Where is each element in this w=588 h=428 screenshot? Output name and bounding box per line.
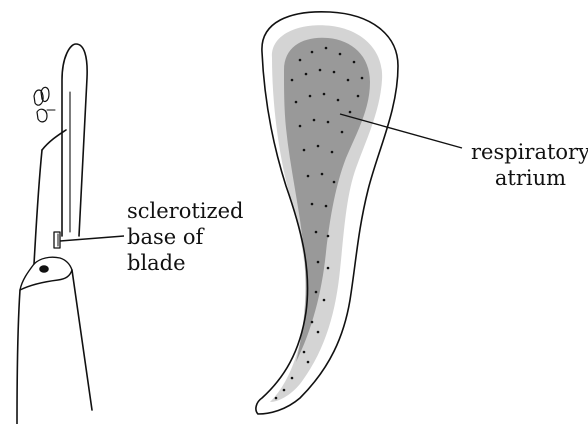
- label-sclerotized-line-2: base of: [127, 224, 243, 250]
- socket-outline: [20, 257, 72, 290]
- label-respiratory-line-1: respiratory: [471, 139, 588, 165]
- blade-outline: [62, 44, 87, 236]
- small-appendage-3: [37, 109, 47, 122]
- label-respiratory-atrium: respiratory atrium: [471, 139, 588, 191]
- label-sclerotized-line-1: sclerotized: [127, 198, 243, 224]
- label-respiratory-line-2: atrium: [471, 165, 588, 191]
- sclerotized-base: [54, 232, 60, 248]
- lower-segment-left: [17, 290, 20, 424]
- lower-segment-right: [72, 270, 92, 410]
- label-sclerotized-line-3: blade: [127, 250, 243, 276]
- blade-structure: [17, 44, 92, 424]
- socket-dot: [40, 266, 48, 272]
- leader-line-sclerotized: [60, 236, 124, 241]
- label-sclerotized-base: sclerotized base of blade: [127, 198, 243, 276]
- sheath-outline: [34, 150, 42, 264]
- respiratory-organ: [256, 12, 398, 414]
